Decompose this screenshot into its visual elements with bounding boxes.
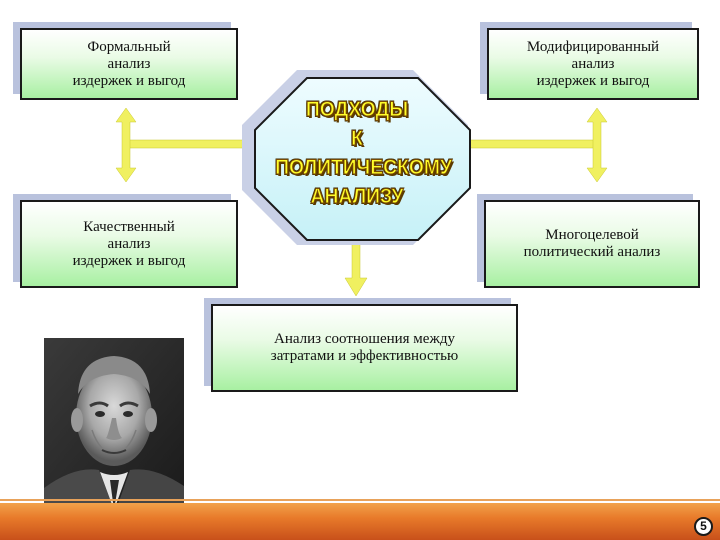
box-modified-cost-benefit: Модифицированный анализ издержек и выгод: [487, 28, 699, 100]
footer-bar: [0, 503, 720, 540]
box-qualitative-cost-benefit: Качественный анализ издержек и выгод: [20, 200, 238, 288]
box-cost-effectiveness: Анализ соотношения между затратами и эфф…: [211, 304, 518, 392]
center-title: ПОДХОДЫ К ПОЛИТИЧЕСКОМУ АНАЛИЗУ: [275, 95, 453, 211]
double-arrow-left: [115, 107, 137, 183]
double-arrow-right: [586, 107, 608, 183]
box-multi-objective-analysis: Многоцелевой политический анализ: [484, 200, 700, 288]
center-title-line-1: ПОДХОДЫ: [305, 98, 409, 122]
portrait-photo: [44, 338, 184, 510]
box-formal-cost-benefit: Формальный анализ издержек и выгод: [20, 28, 238, 100]
connector-left: [127, 139, 259, 149]
center-octagon: [254, 77, 471, 241]
connector-right: [461, 139, 599, 149]
footer-divider: [0, 499, 720, 501]
center-title-line-2: К ПОЛИТИЧЕСКОМУ: [275, 127, 453, 180]
page-number-badge: 5: [694, 517, 713, 536]
center-title-line-3: АНАЛИЗУ: [310, 185, 404, 209]
